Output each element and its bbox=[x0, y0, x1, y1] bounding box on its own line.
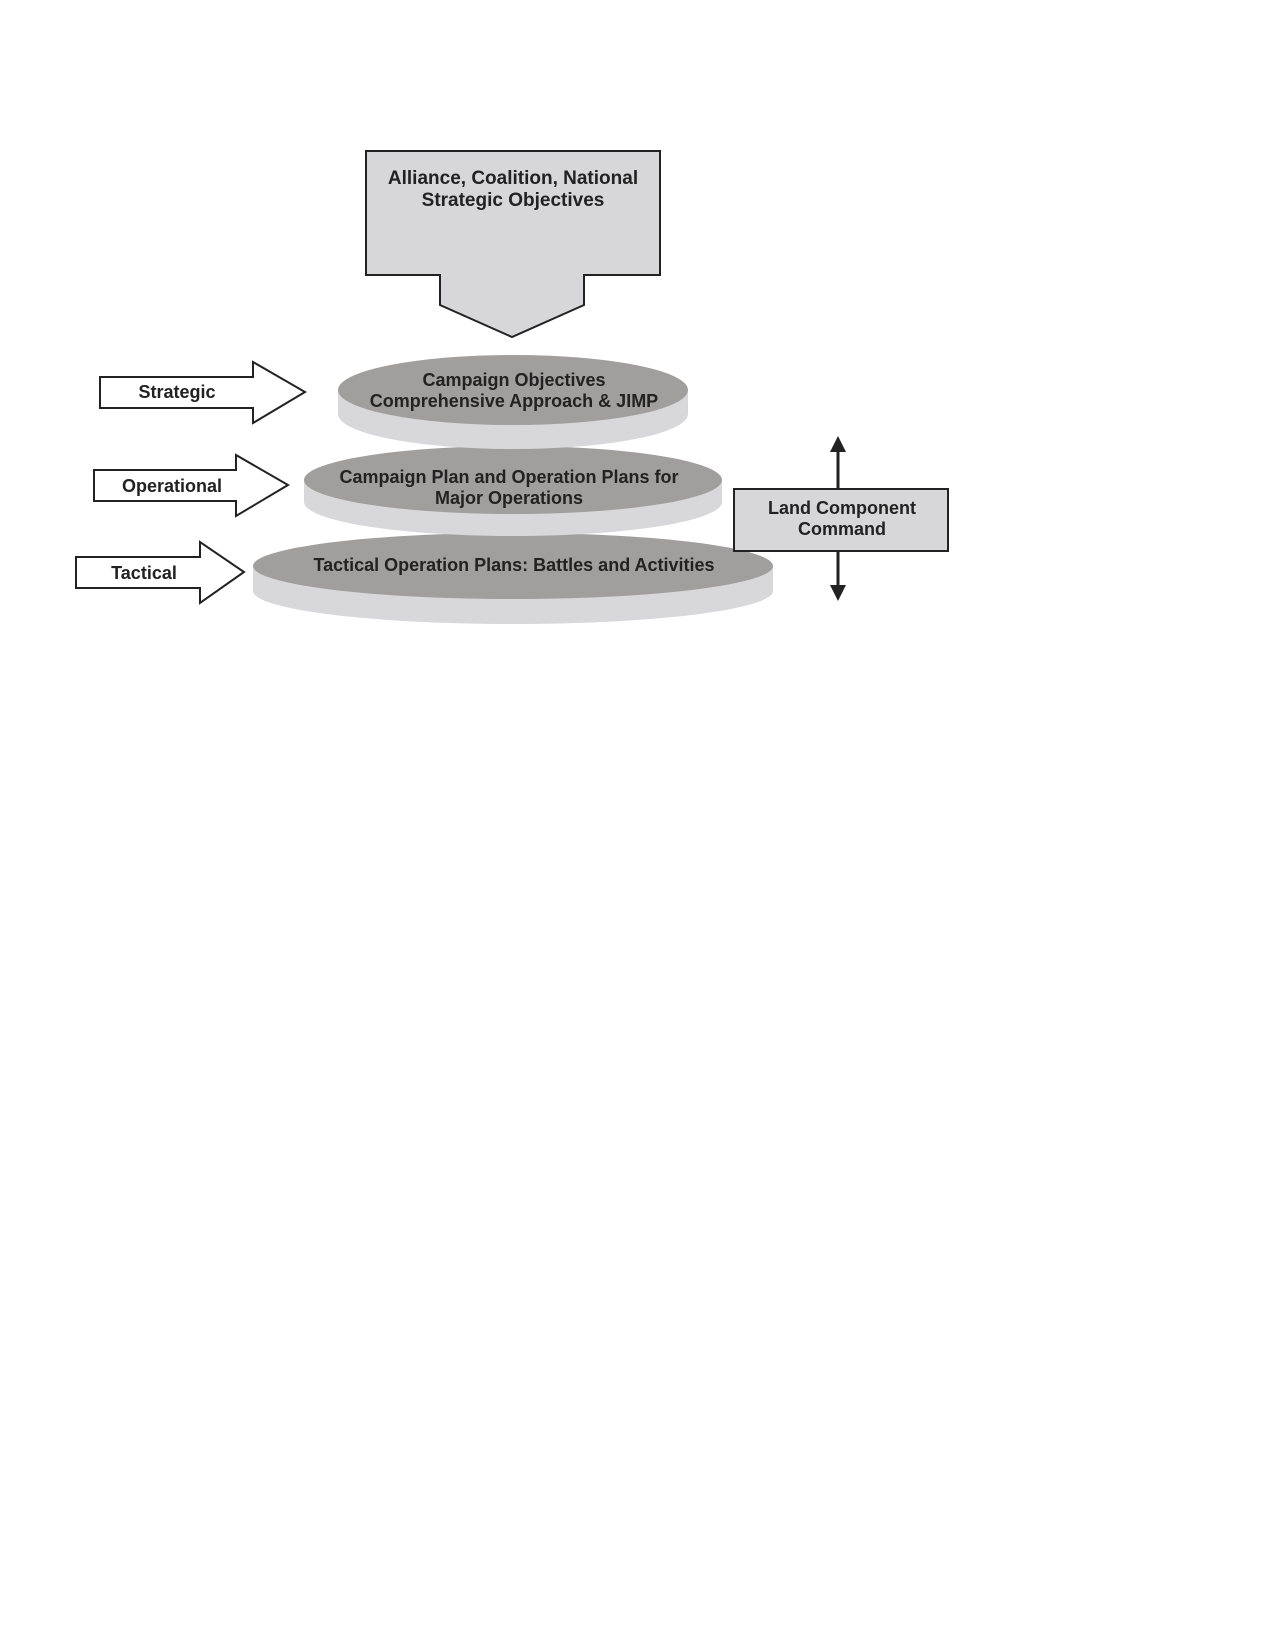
objectives-title-line1: Alliance, Coalition, National bbox=[388, 168, 638, 189]
tactical-arrow-shape bbox=[75, 540, 246, 605]
strategic-objectives-arrow-box: Alliance, Coalition, National Strategic … bbox=[365, 150, 661, 339]
strategic-tier-label-line1: Campaign Objectives bbox=[422, 370, 605, 390]
tactical-tier-disc: Tactical Operation Plans: Battles and Ac… bbox=[253, 533, 773, 624]
tactical-level-arrow: Tactical bbox=[75, 540, 246, 605]
strategic-tier-disc: Campaign Objectives Comprehensive Approa… bbox=[338, 355, 688, 449]
operational-disc-top bbox=[304, 446, 722, 514]
strategic-level-label: Strategic bbox=[138, 382, 215, 402]
strategic-level-arrow: Strategic bbox=[99, 360, 307, 425]
tactical-tier-label: Tactical Operation Plans: Battles and Ac… bbox=[313, 555, 714, 575]
operational-level-arrow: Operational bbox=[93, 453, 290, 518]
objectives-down-arrow-shape bbox=[365, 150, 661, 339]
operational-level-label: Operational bbox=[122, 476, 222, 496]
operational-tier-disc: Campaign Plan and Operation Plans for Ma… bbox=[304, 446, 722, 536]
vertical-double-arrow bbox=[830, 436, 846, 601]
strategic-disc-top bbox=[338, 355, 688, 425]
objectives-title-line2: Strategic Objectives bbox=[422, 190, 605, 211]
tactical-disc-top bbox=[253, 533, 773, 599]
operational-arrow-shape bbox=[93, 453, 290, 518]
land-component-label-line1: Land Component bbox=[768, 498, 916, 518]
operational-tier-label-line2: Major Operations bbox=[435, 488, 583, 508]
land-component-label-line2: Command bbox=[798, 519, 886, 539]
arrow-up-head-icon bbox=[830, 436, 846, 452]
land-component-command: Land Component Command bbox=[733, 488, 949, 552]
strategic-tier-label-line2: Comprehensive Approach & JIMP bbox=[370, 391, 658, 411]
land-component-box bbox=[733, 488, 949, 552]
operational-tier-label-line1: Campaign Plan and Operation Plans for bbox=[339, 467, 678, 487]
arrow-down-head-icon bbox=[830, 585, 846, 601]
strategic-arrow-shape bbox=[99, 360, 307, 425]
tactical-level-label: Tactical bbox=[111, 563, 177, 583]
